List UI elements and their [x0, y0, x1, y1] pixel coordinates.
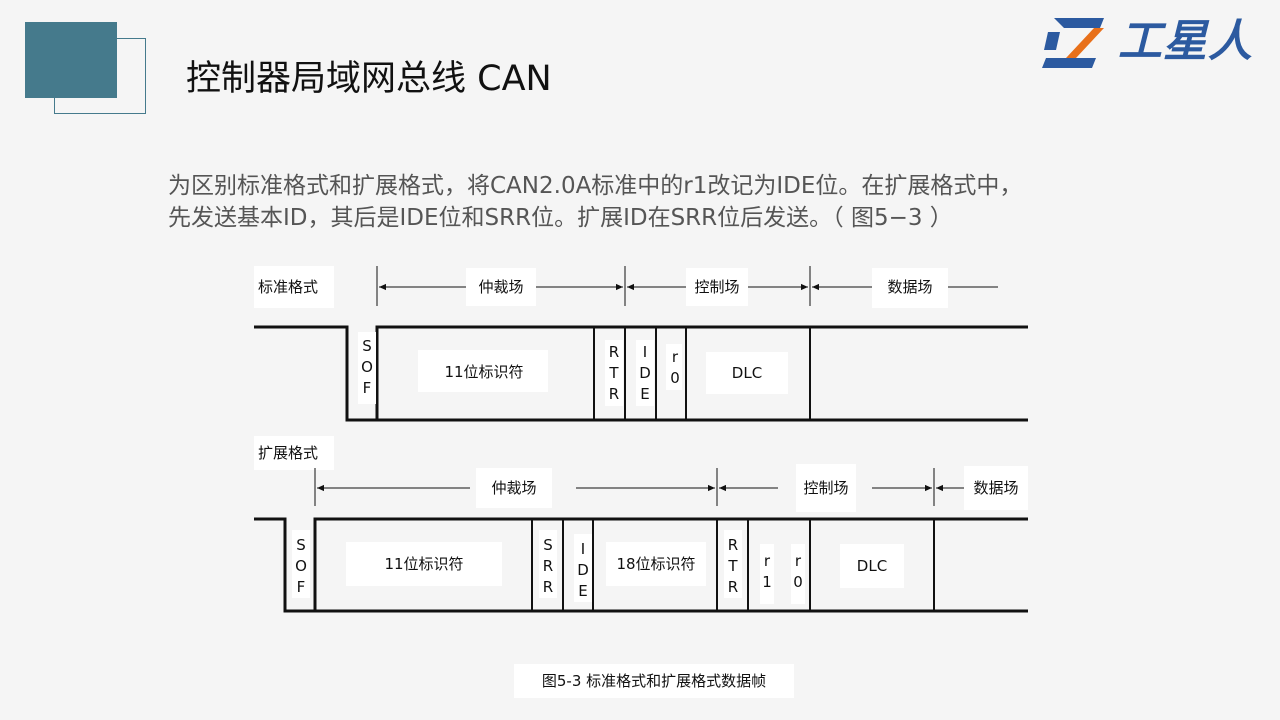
sof-bit-letter: S	[362, 337, 372, 355]
extended-format-label: 扩展格式	[258, 444, 318, 462]
figure-caption: 图5-3 标准格式和扩展格式数据帧	[514, 664, 794, 698]
srr-bit-letter: R	[543, 557, 553, 575]
page-title: 控制器局域网总线 CAN	[186, 59, 552, 99]
identifier-18bit: 18位标识符	[616, 555, 695, 573]
ide-bit-letter: D	[639, 364, 651, 382]
ide-bit-letter: I	[643, 343, 647, 361]
sof-bit-letter: F	[297, 578, 306, 596]
srr-bit-letter: S	[543, 536, 553, 554]
r0-bit-letter: 0	[670, 369, 680, 387]
r0-bit-letter: r	[795, 552, 802, 570]
intro-line: 先发送基本ID，其后是IDE位和SRR位。扩展ID在SRR位后发送。（ 图5−3…	[168, 205, 953, 231]
intro-line: 为区别标准格式和扩展格式，将CAN2.0A标准中的r1改记为IDE位。在扩展格式…	[168, 173, 1023, 199]
r1-bit-letter: 1	[762, 573, 772, 591]
sof-bit-letter: O	[361, 358, 373, 376]
ide-bit-letter: E	[578, 582, 587, 600]
data-field-label: 数据场	[887, 278, 932, 296]
r1-bit-letter: r	[764, 552, 771, 570]
standard-format-label: 标准格式	[258, 278, 318, 296]
logo: 工星人	[1042, 14, 1268, 70]
arbitration-field-label: 仲裁场	[491, 479, 536, 497]
dlc-field: DLC	[732, 364, 762, 382]
rtr-bit-letter: R	[609, 385, 619, 403]
control-field-label: 控制场	[694, 278, 739, 296]
rtr-bit-letter: R	[609, 343, 619, 361]
decorative-square	[25, 22, 117, 98]
can-frame-diagram: 标准格式 仲裁场 控制场 数据场 S O F 11	[254, 266, 1028, 613]
sof-bit-letter: S	[296, 536, 306, 554]
ide-bit-letter: E	[640, 385, 649, 403]
extended-format-frame: 扩展格式 仲裁场 控制场 数据场 S O F	[254, 436, 1028, 613]
identifier-11bit: 11位标识符	[384, 555, 463, 573]
logo-mark-icon	[1042, 18, 1104, 68]
ide-bit-letter: I	[581, 540, 585, 558]
rtr-bit-letter: R	[728, 578, 738, 596]
data-field-label: 数据场	[973, 479, 1018, 497]
sof-bit-letter: O	[295, 557, 307, 575]
dlc-field: DLC	[857, 557, 887, 575]
logo-text: 工星人	[1118, 16, 1253, 67]
sof-bit-letter: F	[363, 379, 372, 397]
ide-bit-letter: D	[577, 561, 589, 579]
identifier-11bit: 11位标识符	[444, 363, 523, 381]
srr-bit-letter: R	[543, 578, 553, 596]
intro-paragraph: 为区别标准格式和扩展格式，将CAN2.0A标准中的r1改记为IDE位。在扩展格式…	[168, 170, 1168, 234]
r0-bit-letter: 0	[793, 573, 803, 591]
rtr-bit-letter: R	[728, 536, 738, 554]
standard-format-frame: 标准格式 仲裁场 控制场 数据场 S O F 11	[254, 266, 1028, 422]
arbitration-field-label: 仲裁场	[478, 278, 523, 296]
r0-bit-letter: r	[672, 348, 679, 366]
control-field-label: 控制场	[803, 479, 848, 497]
rtr-bit-letter: T	[608, 364, 619, 382]
decorative-square-outline	[54, 38, 146, 114]
rtr-bit-letter: T	[727, 557, 738, 575]
